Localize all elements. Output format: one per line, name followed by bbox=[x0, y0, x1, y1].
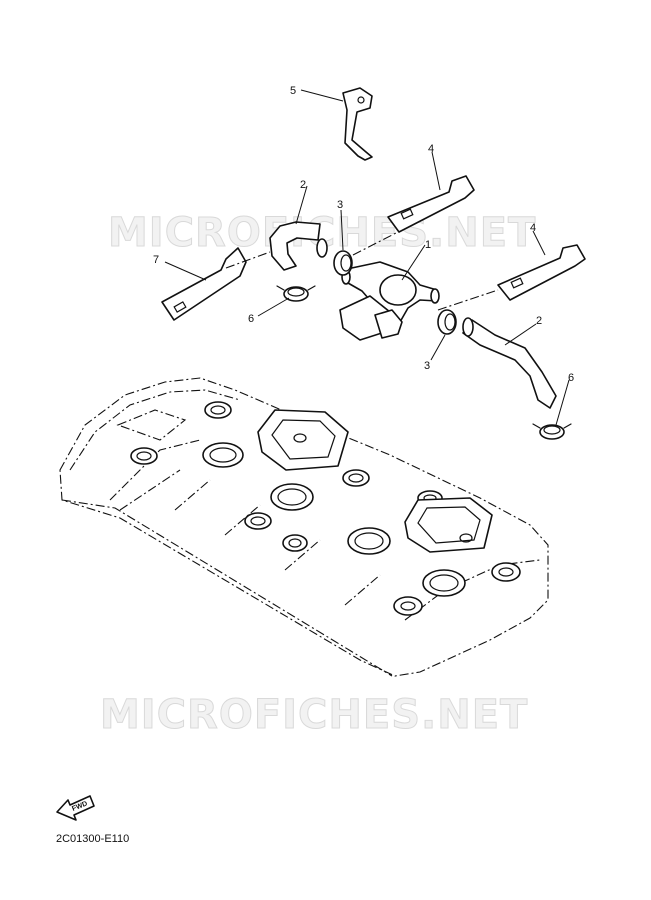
bolt-boss bbox=[282, 534, 308, 552]
hose-clip-part-6-left bbox=[276, 285, 316, 302]
bolt-boss bbox=[244, 512, 272, 530]
callout-1: 1 bbox=[425, 239, 431, 251]
watermark-top: MICROFICHES.NET bbox=[108, 210, 536, 256]
callouts: 5 4 4 2 3 1 7 6 3 2 6 bbox=[153, 85, 574, 384]
clamp-part-3-lower bbox=[437, 309, 457, 335]
callout-4-upper: 4 bbox=[428, 143, 434, 155]
fwd-arrow-icon: FWD bbox=[56, 795, 95, 821]
bolt-boss bbox=[491, 562, 521, 582]
watermark-bottom: MICROFICHES.NET bbox=[100, 692, 528, 738]
callout-6-left: 6 bbox=[248, 313, 254, 325]
callout-6-right: 6 bbox=[568, 372, 574, 384]
strap-part-7 bbox=[161, 247, 247, 321]
plug-bore-1 bbox=[202, 442, 244, 468]
callout-3-upper: 3 bbox=[337, 199, 343, 211]
clamp-part-3-upper bbox=[333, 250, 353, 276]
plug-bore-4 bbox=[422, 569, 466, 597]
callout-2-right: 2 bbox=[536, 315, 542, 327]
hose-clip-part-6-right bbox=[532, 423, 572, 440]
strap-part-4-lower bbox=[497, 244, 586, 301]
cylinder-head-cover bbox=[59, 377, 549, 677]
hose-part-2-right bbox=[462, 317, 557, 409]
air-port-front bbox=[257, 409, 349, 471]
bolt-boss bbox=[130, 447, 158, 465]
callout-5: 5 bbox=[290, 85, 296, 97]
plug-bore-3 bbox=[347, 527, 391, 555]
hose-part-2-upper bbox=[269, 221, 328, 271]
leader-lines bbox=[164, 89, 570, 426]
bolt-boss bbox=[204, 401, 232, 419]
bracket-part-5 bbox=[342, 87, 373, 161]
callout-7: 7 bbox=[153, 254, 159, 266]
callout-3-lower: 3 bbox=[424, 360, 430, 372]
air-cutoff-valve-part-1 bbox=[339, 261, 440, 341]
callout-2-upper: 2 bbox=[300, 179, 306, 191]
strap-part-4-upper bbox=[387, 175, 475, 233]
bolt-boss bbox=[342, 469, 370, 487]
plug-bore-2 bbox=[270, 483, 314, 511]
bolt-boss bbox=[393, 596, 423, 616]
drawing-code: 2C01300-E110 bbox=[56, 833, 129, 845]
callout-4-lower: 4 bbox=[530, 222, 536, 234]
